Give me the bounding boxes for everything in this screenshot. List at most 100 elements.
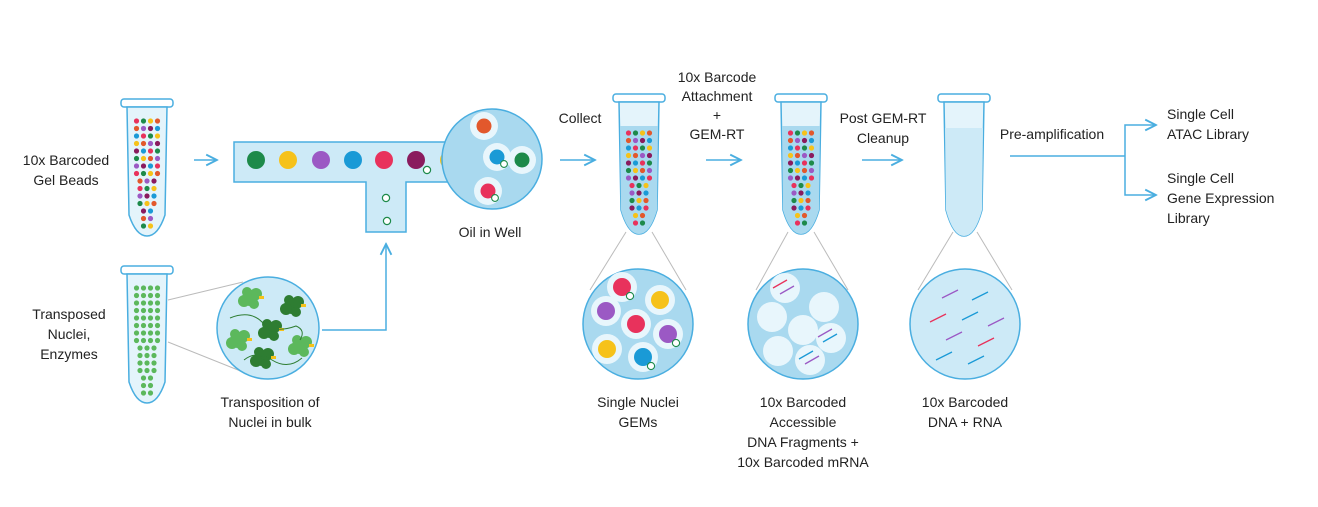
nucleus-dot [133, 315, 140, 321]
droplet [763, 336, 793, 366]
bead-dot [805, 205, 811, 211]
bead-dot [646, 137, 653, 144]
bead-dot [147, 118, 154, 124]
dna-rna-strand [967, 355, 985, 365]
bead-dot [154, 155, 161, 162]
nucleus-blob [299, 347, 309, 357]
bead-dot [794, 160, 801, 166]
gem-bead [627, 315, 645, 333]
bead-dot [636, 205, 642, 211]
dna-rna-strand [945, 331, 963, 341]
bead-dot [625, 145, 632, 151]
bead-dot [787, 175, 794, 181]
bead-dot [639, 167, 646, 174]
nucleus-dot [154, 292, 161, 299]
bead-dot [154, 133, 161, 139]
accessible-zoom-circle-icon [747, 268, 859, 380]
gex-line-1: Single Cell [1167, 170, 1234, 186]
bead-dot [808, 167, 815, 174]
bead-dot [801, 152, 808, 159]
bead-dot [144, 193, 150, 199]
bead-dot [133, 148, 140, 154]
nucleus-dot [140, 307, 147, 314]
preamp-label: Pre-amplification [984, 124, 1120, 144]
nucleus-droplet [422, 165, 432, 175]
bead-dot [791, 205, 797, 211]
nucleus-dot [154, 285, 161, 291]
gem-bead [651, 291, 669, 309]
bead-dot [646, 145, 653, 151]
nucleus-blob [250, 355, 262, 367]
gem-nucleus [646, 361, 656, 371]
nucleus-dot [147, 322, 154, 329]
nucleus-dot [140, 292, 147, 299]
gem-nucleus [500, 160, 508, 168]
bead-dot [639, 137, 646, 144]
bead-dot [639, 152, 646, 159]
atac-line-1: Single Cell [1167, 106, 1234, 122]
transposition-line-2: Nuclei in bulk [228, 414, 312, 430]
bead-dot [646, 130, 653, 136]
bead-dot [808, 152, 815, 159]
post-gem-line-1: Post GEM-RT [839, 110, 927, 126]
gem-bead [514, 152, 530, 168]
nucleus-dot [144, 360, 150, 366]
dna-rna-strand [941, 289, 959, 299]
bead-dot [805, 197, 811, 204]
nucleus-droplet [381, 193, 391, 203]
bead-dot [646, 152, 653, 159]
bead-dot [632, 212, 639, 219]
bead-dot [632, 145, 639, 151]
gel-bead [407, 151, 425, 169]
bead-dot [140, 163, 147, 169]
bead-dot [147, 163, 154, 169]
nucleus-blob [284, 295, 294, 305]
bead-dot [808, 130, 815, 136]
nucleus-dot [147, 382, 154, 389]
gem-bead [480, 183, 496, 199]
dna-rna-tube-icon [937, 93, 991, 237]
bead-dot [639, 175, 646, 181]
gem-bead [613, 278, 631, 296]
barcoded-fragment [817, 328, 833, 338]
post-gem-label: Post GEM-RT Cleanup [828, 108, 938, 148]
bead-dot [632, 130, 639, 136]
bead-dot [805, 190, 811, 196]
bead-dot [805, 182, 811, 189]
nucleus-dot [137, 360, 143, 366]
barcoded-fragment [772, 279, 788, 289]
nucleus-dot [140, 315, 147, 321]
bead-dot [154, 118, 161, 124]
microfluidic-channel-icon [233, 141, 466, 233]
nucleus-dot [133, 322, 140, 329]
dna-rna-strand [977, 337, 995, 347]
nucleus-dot [140, 382, 147, 389]
bead-dot [791, 182, 797, 189]
nucleus-blob [237, 341, 247, 351]
gem-bead [598, 340, 616, 358]
dna-rna-line-1: 10x Barcoded [921, 394, 1009, 410]
bead-dot [133, 163, 140, 169]
bead-dot [133, 133, 140, 139]
bead-dot [133, 170, 140, 177]
bead-dot [643, 190, 649, 196]
nucleus-dot [140, 300, 147, 306]
oil-in-well-line: Oil in Well [458, 224, 522, 240]
gem-nucleus [491, 194, 499, 202]
droplet [788, 315, 818, 345]
gel-bead [375, 151, 393, 169]
nucleus-dot [140, 322, 147, 329]
bead-dot [144, 200, 150, 207]
bead-dot [808, 145, 815, 151]
preamp-line: Pre-amplification [999, 126, 1105, 142]
bead-dot [147, 170, 154, 177]
enzyme-mark [271, 356, 276, 359]
nucleus-dot [147, 337, 154, 344]
barcoded-fragment [804, 355, 820, 365]
gem-bead [476, 118, 492, 134]
nucleus-dot [140, 390, 147, 396]
bead-dot [154, 170, 161, 177]
nucleus-dot [154, 307, 161, 314]
bead-dot [151, 185, 157, 192]
gex-line-2: Gene Expression [1167, 190, 1275, 206]
